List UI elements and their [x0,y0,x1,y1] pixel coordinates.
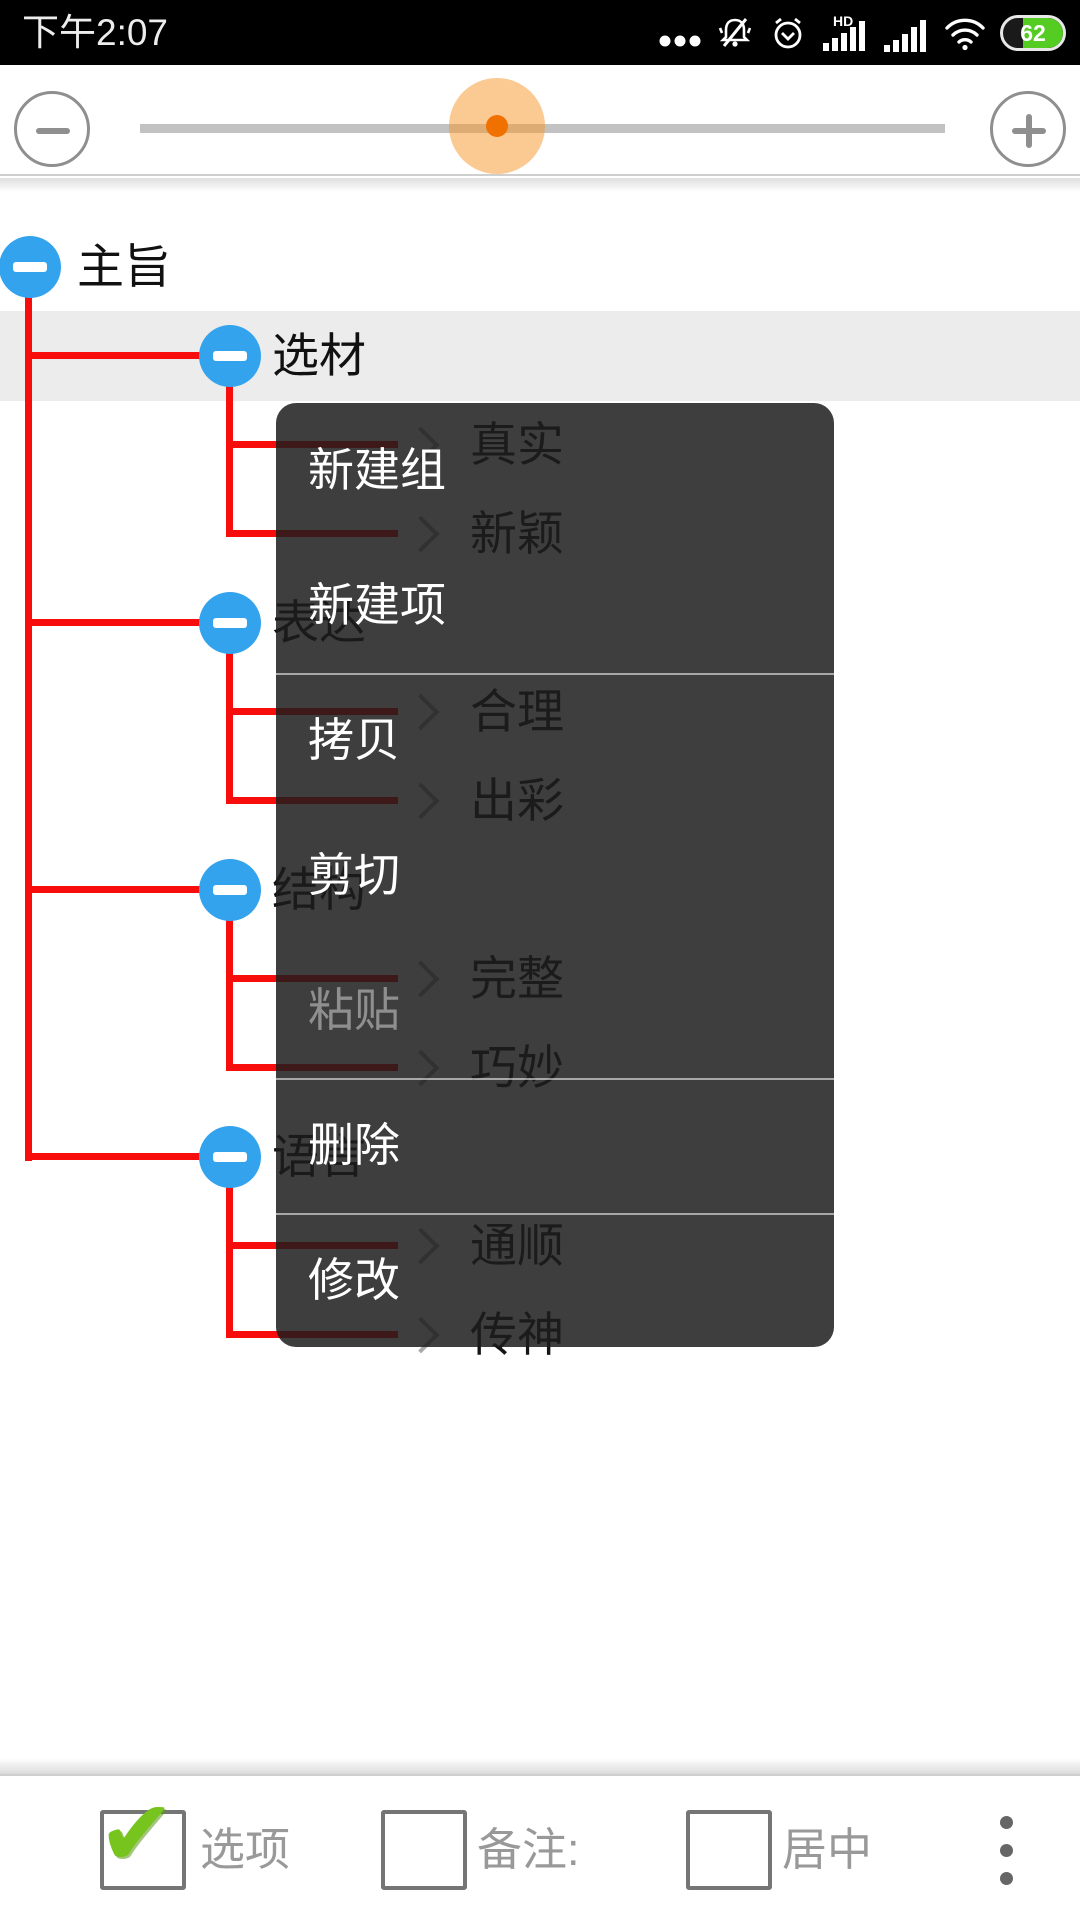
connector-node-2-vertical [226,919,233,1071]
menu-divider [276,1213,834,1215]
zoom-in-button[interactable] [990,91,1066,167]
clock-text: 下午2:07 [22,12,169,53]
menu-item-copy[interactable]: 拷贝 [308,714,400,766]
menu-item-new-item[interactable]: 新建项 [308,579,446,631]
mute-bell-icon [715,13,755,53]
connector-to-node-0 [25,352,200,359]
check-icon: ✔ [98,1783,176,1885]
collapse-toggle-root[interactable] [0,236,61,298]
zoom-slider-thumb[interactable] [486,115,508,137]
dot-icon [1000,1816,1013,1829]
context-menu: 新建组 新建项 拷贝 剪切 粘贴 删除 修改 [276,403,834,1347]
options-checkbox-label: 选项 [200,1824,291,1875]
connector-to-node-1 [25,619,200,626]
tree-node-root[interactable]: 主旨 [77,240,171,293]
collapse-toggle-node-3[interactable] [199,1126,261,1188]
minus-icon [36,128,70,134]
menu-item-cut[interactable]: 剪切 [308,849,400,901]
minus-icon [213,885,247,895]
status-icons: HD [658,0,1066,65]
collapse-toggle-node-2[interactable] [199,859,261,921]
minus-icon [213,351,247,361]
menu-divider [276,1078,834,1080]
wifi-icon [943,14,987,52]
center-checkbox-label: 居中 [782,1824,873,1875]
menu-divider [276,673,834,675]
zoom-out-button[interactable] [14,91,90,167]
battery-level-fill [1023,17,1063,48]
zoom-toolbar [0,65,1080,176]
toolbar-shadow [0,178,1080,192]
minus-icon [213,1152,247,1162]
battery-icon: 62 [1000,14,1066,51]
hd-signal-icon: HD [821,13,871,53]
tree-node-0[interactable]: 选材 [272,329,366,382]
connector-node-0-vertical [226,385,233,537]
connector-node-1-vertical [226,652,233,804]
plus-icon-v [1026,114,1032,148]
dot-icon [1000,1844,1013,1857]
bottom-toolbar: ✔ 选项 备注: 居中 [0,1774,1080,1920]
status-bar: 下午2:07 [0,0,1080,65]
connector-node-3-vertical [226,1186,233,1338]
connector-to-node-2 [25,886,200,893]
battery-percent-text: 62 [1020,19,1046,46]
svg-text:HD: HD [833,13,853,29]
options-checkbox[interactable]: ✔ [98,1788,186,1890]
more-dots-icon [658,15,702,51]
connector-root-vertical [25,296,32,1161]
notes-checkbox-label: 备注: [477,1824,580,1875]
menu-item-delete[interactable]: 删除 [308,1119,400,1171]
alarm-icon [768,13,808,53]
collapse-toggle-node-1[interactable] [199,592,261,654]
center-checkbox[interactable] [686,1810,772,1890]
dot-icon [1000,1872,1013,1885]
notes-checkbox[interactable] [381,1810,467,1890]
menu-item-paste[interactable]: 粘贴 [308,984,400,1036]
minus-icon [213,618,247,628]
connector-to-node-3 [25,1153,200,1160]
menu-item-modify[interactable]: 修改 [308,1254,400,1306]
menu-item-new-group[interactable]: 新建组 [308,444,446,496]
collapse-toggle-node-0[interactable] [199,325,261,387]
signal-icon [884,13,930,53]
bottom-toolbar-shadow [0,1758,1080,1774]
minus-icon [13,262,47,272]
